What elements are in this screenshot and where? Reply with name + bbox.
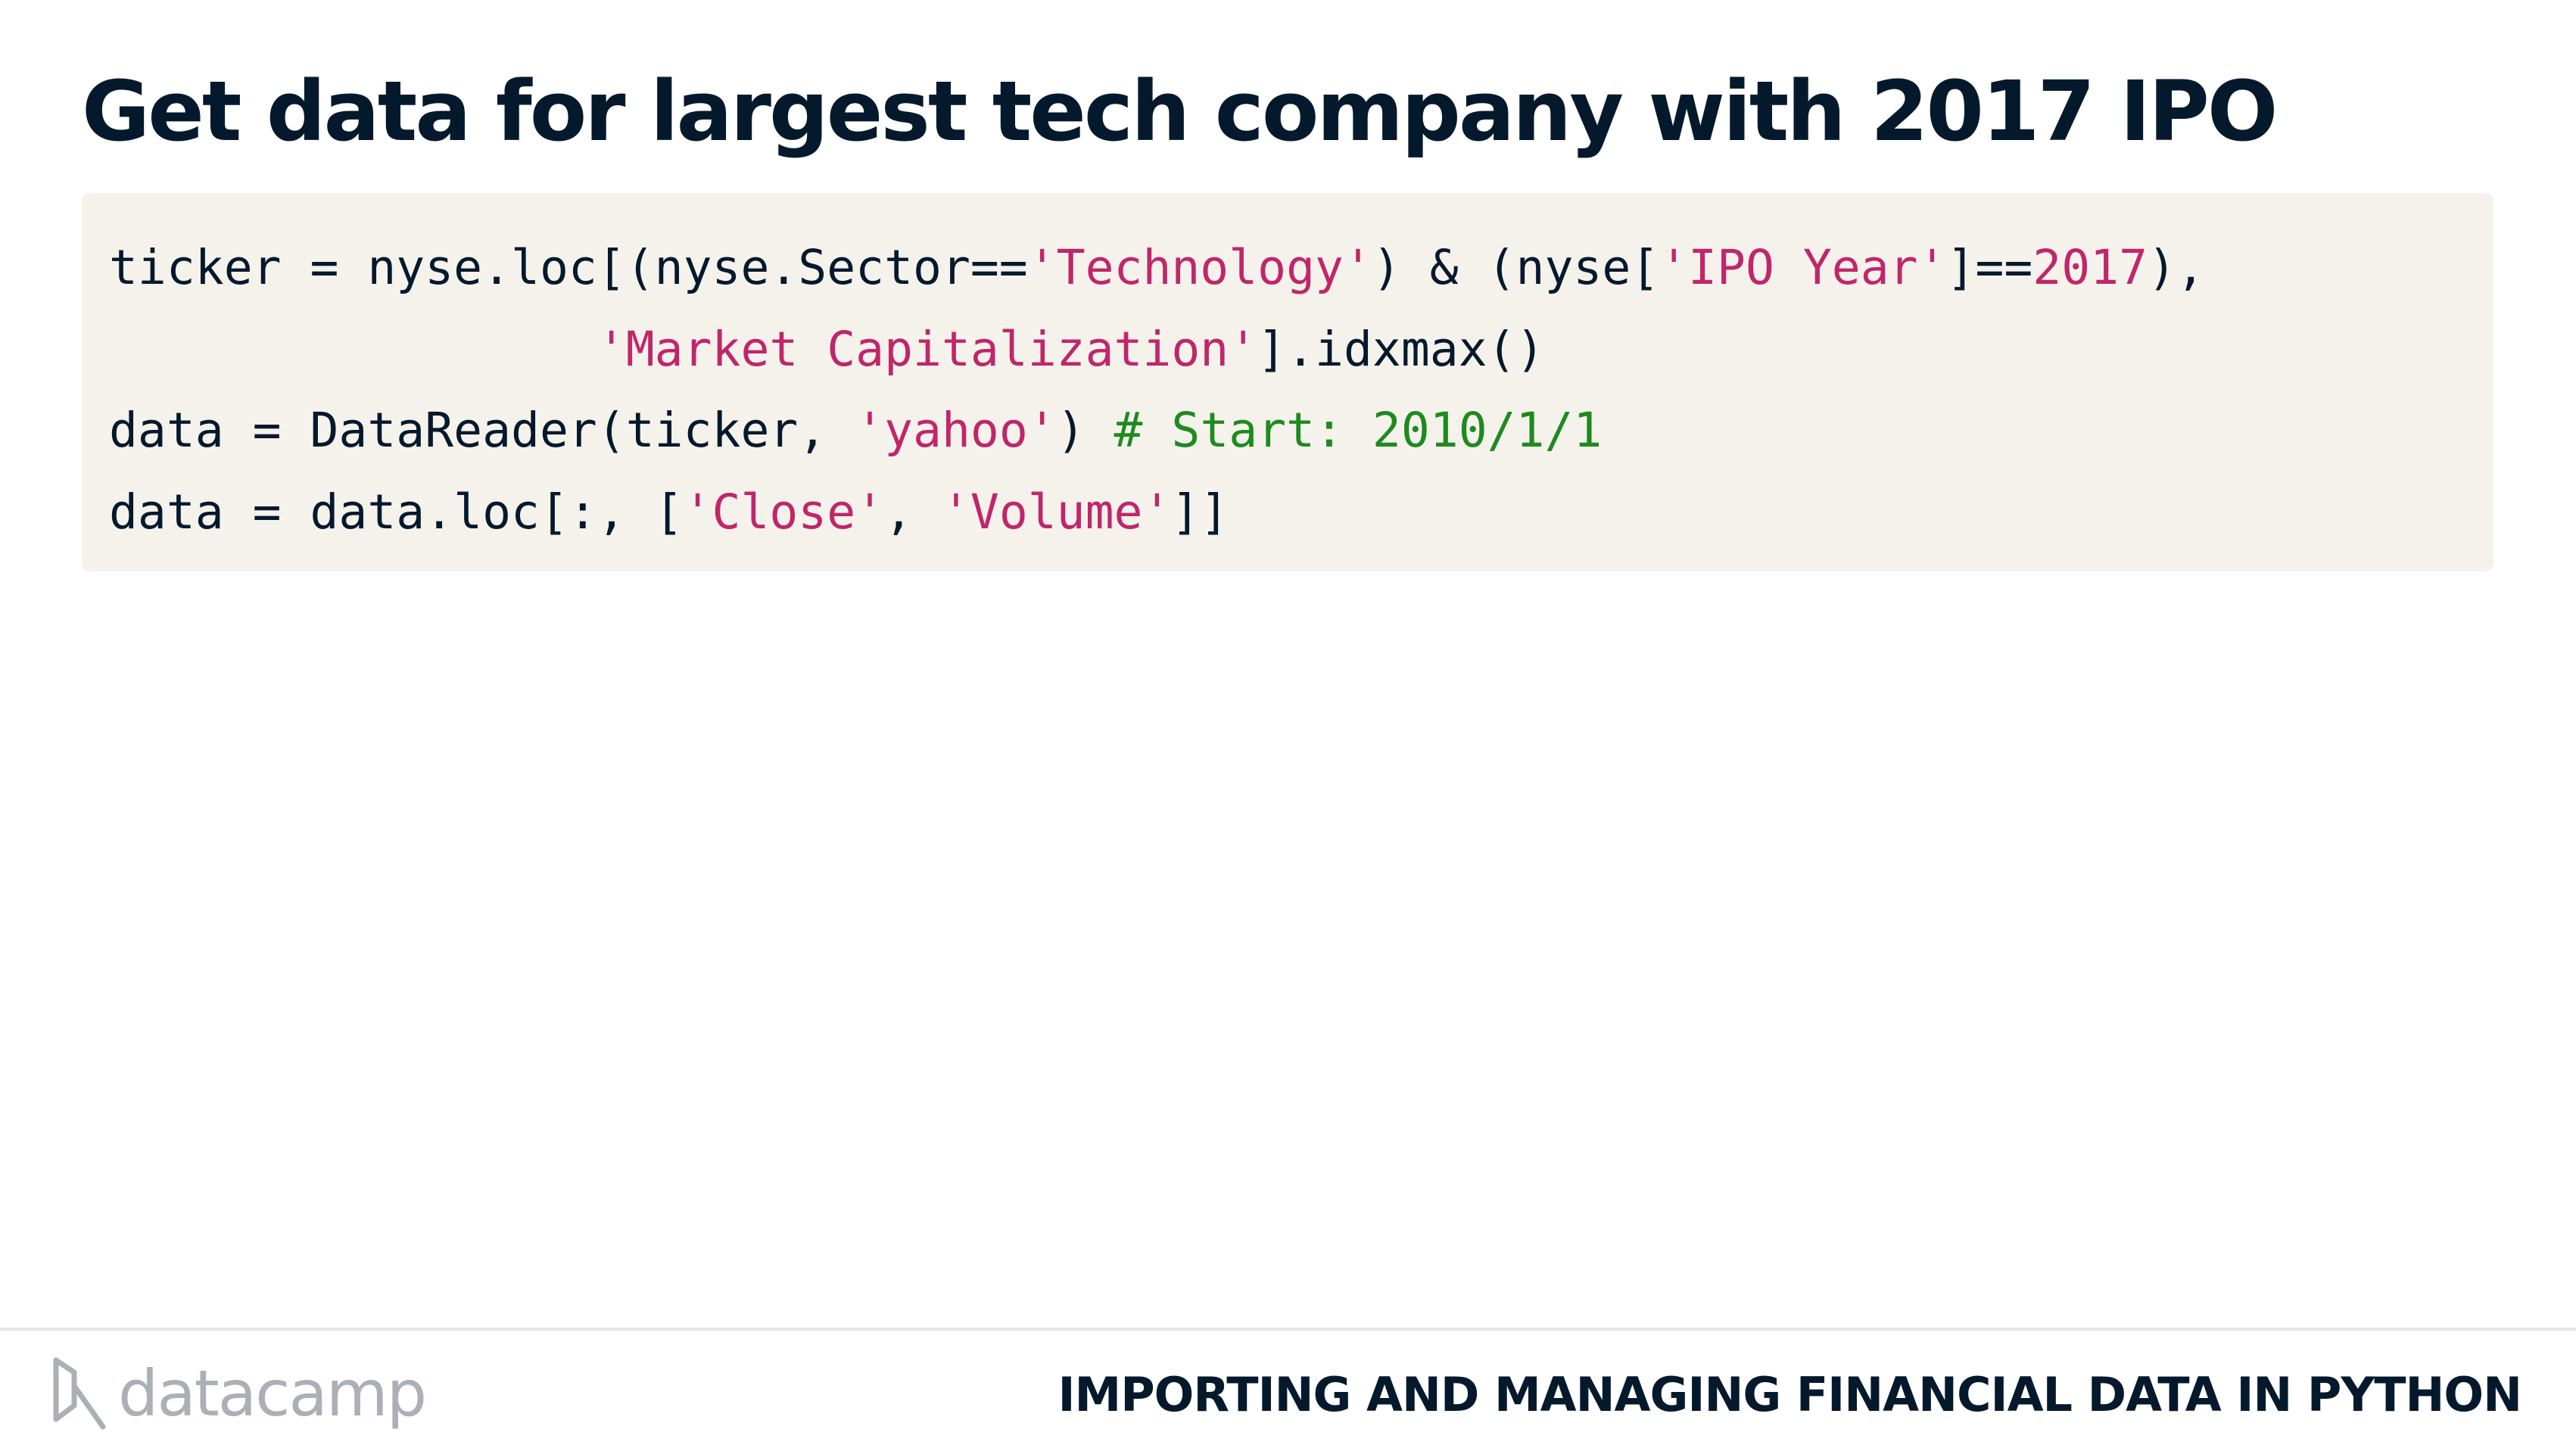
- code-line-1: ticker = nyse.loc[(nyse.Sector=='Technol…: [109, 227, 2466, 309]
- code-token-plain: ticker = nyse.loc[(nyse.Sector==: [109, 240, 1028, 295]
- code-token-plain: data = data.loc[:, [: [109, 484, 684, 540]
- code-token-plain: ].idxmax(): [1257, 321, 1545, 377]
- datacamp-logo-icon: [53, 1357, 106, 1430]
- code-token-plain: ) & (nyse[: [1372, 240, 1660, 295]
- datacamp-logo: datacamp: [50, 1352, 427, 1435]
- code-token-string: 'Market Capitalization': [596, 321, 1258, 377]
- code-token-plain: ]]: [1171, 484, 1229, 540]
- course-name: IMPORTING AND MANAGING FINANCIAL DATA IN…: [1057, 1367, 2522, 1422]
- code-token-string: 'IPO Year': [1659, 240, 1947, 295]
- code-token-string: 'Close': [683, 484, 885, 540]
- code-line-4: data = data.loc[:, ['Close', 'Volume']]: [109, 472, 2466, 553]
- code-token-comment: # Start: 2010/1/1: [1114, 403, 1603, 458]
- code-token-plain: ]==: [1946, 240, 2033, 295]
- slide-title: Get data for largest tech company with 2…: [82, 63, 2278, 160]
- code-token-plain: ,: [884, 484, 942, 540]
- code-token-plain: data = DataReader(ticker,: [109, 403, 856, 458]
- footer: datacamp IMPORTING AND MANAGING FINANCIA…: [0, 1328, 2576, 1451]
- code-token-string: 'Volume': [941, 484, 1172, 540]
- code-token-plain: ): [1056, 403, 1114, 458]
- code-token-number: 2017: [2032, 240, 2148, 295]
- code-token-string: 'yahoo': [855, 403, 1057, 458]
- code-token-plain: ),: [2148, 240, 2205, 295]
- code-line-3: data = DataReader(ticker, 'yahoo') # Sta…: [109, 390, 2466, 472]
- code-token-plain: [109, 322, 597, 377]
- datacamp-logo-text: datacamp: [118, 1356, 427, 1431]
- code-block: ticker = nyse.loc[(nyse.Sector=='Technol…: [82, 193, 2493, 571]
- code-token-string: 'Technology': [1027, 240, 1372, 295]
- code-line-2: 'Market Capitalization'].idxmax(): [109, 309, 2466, 391]
